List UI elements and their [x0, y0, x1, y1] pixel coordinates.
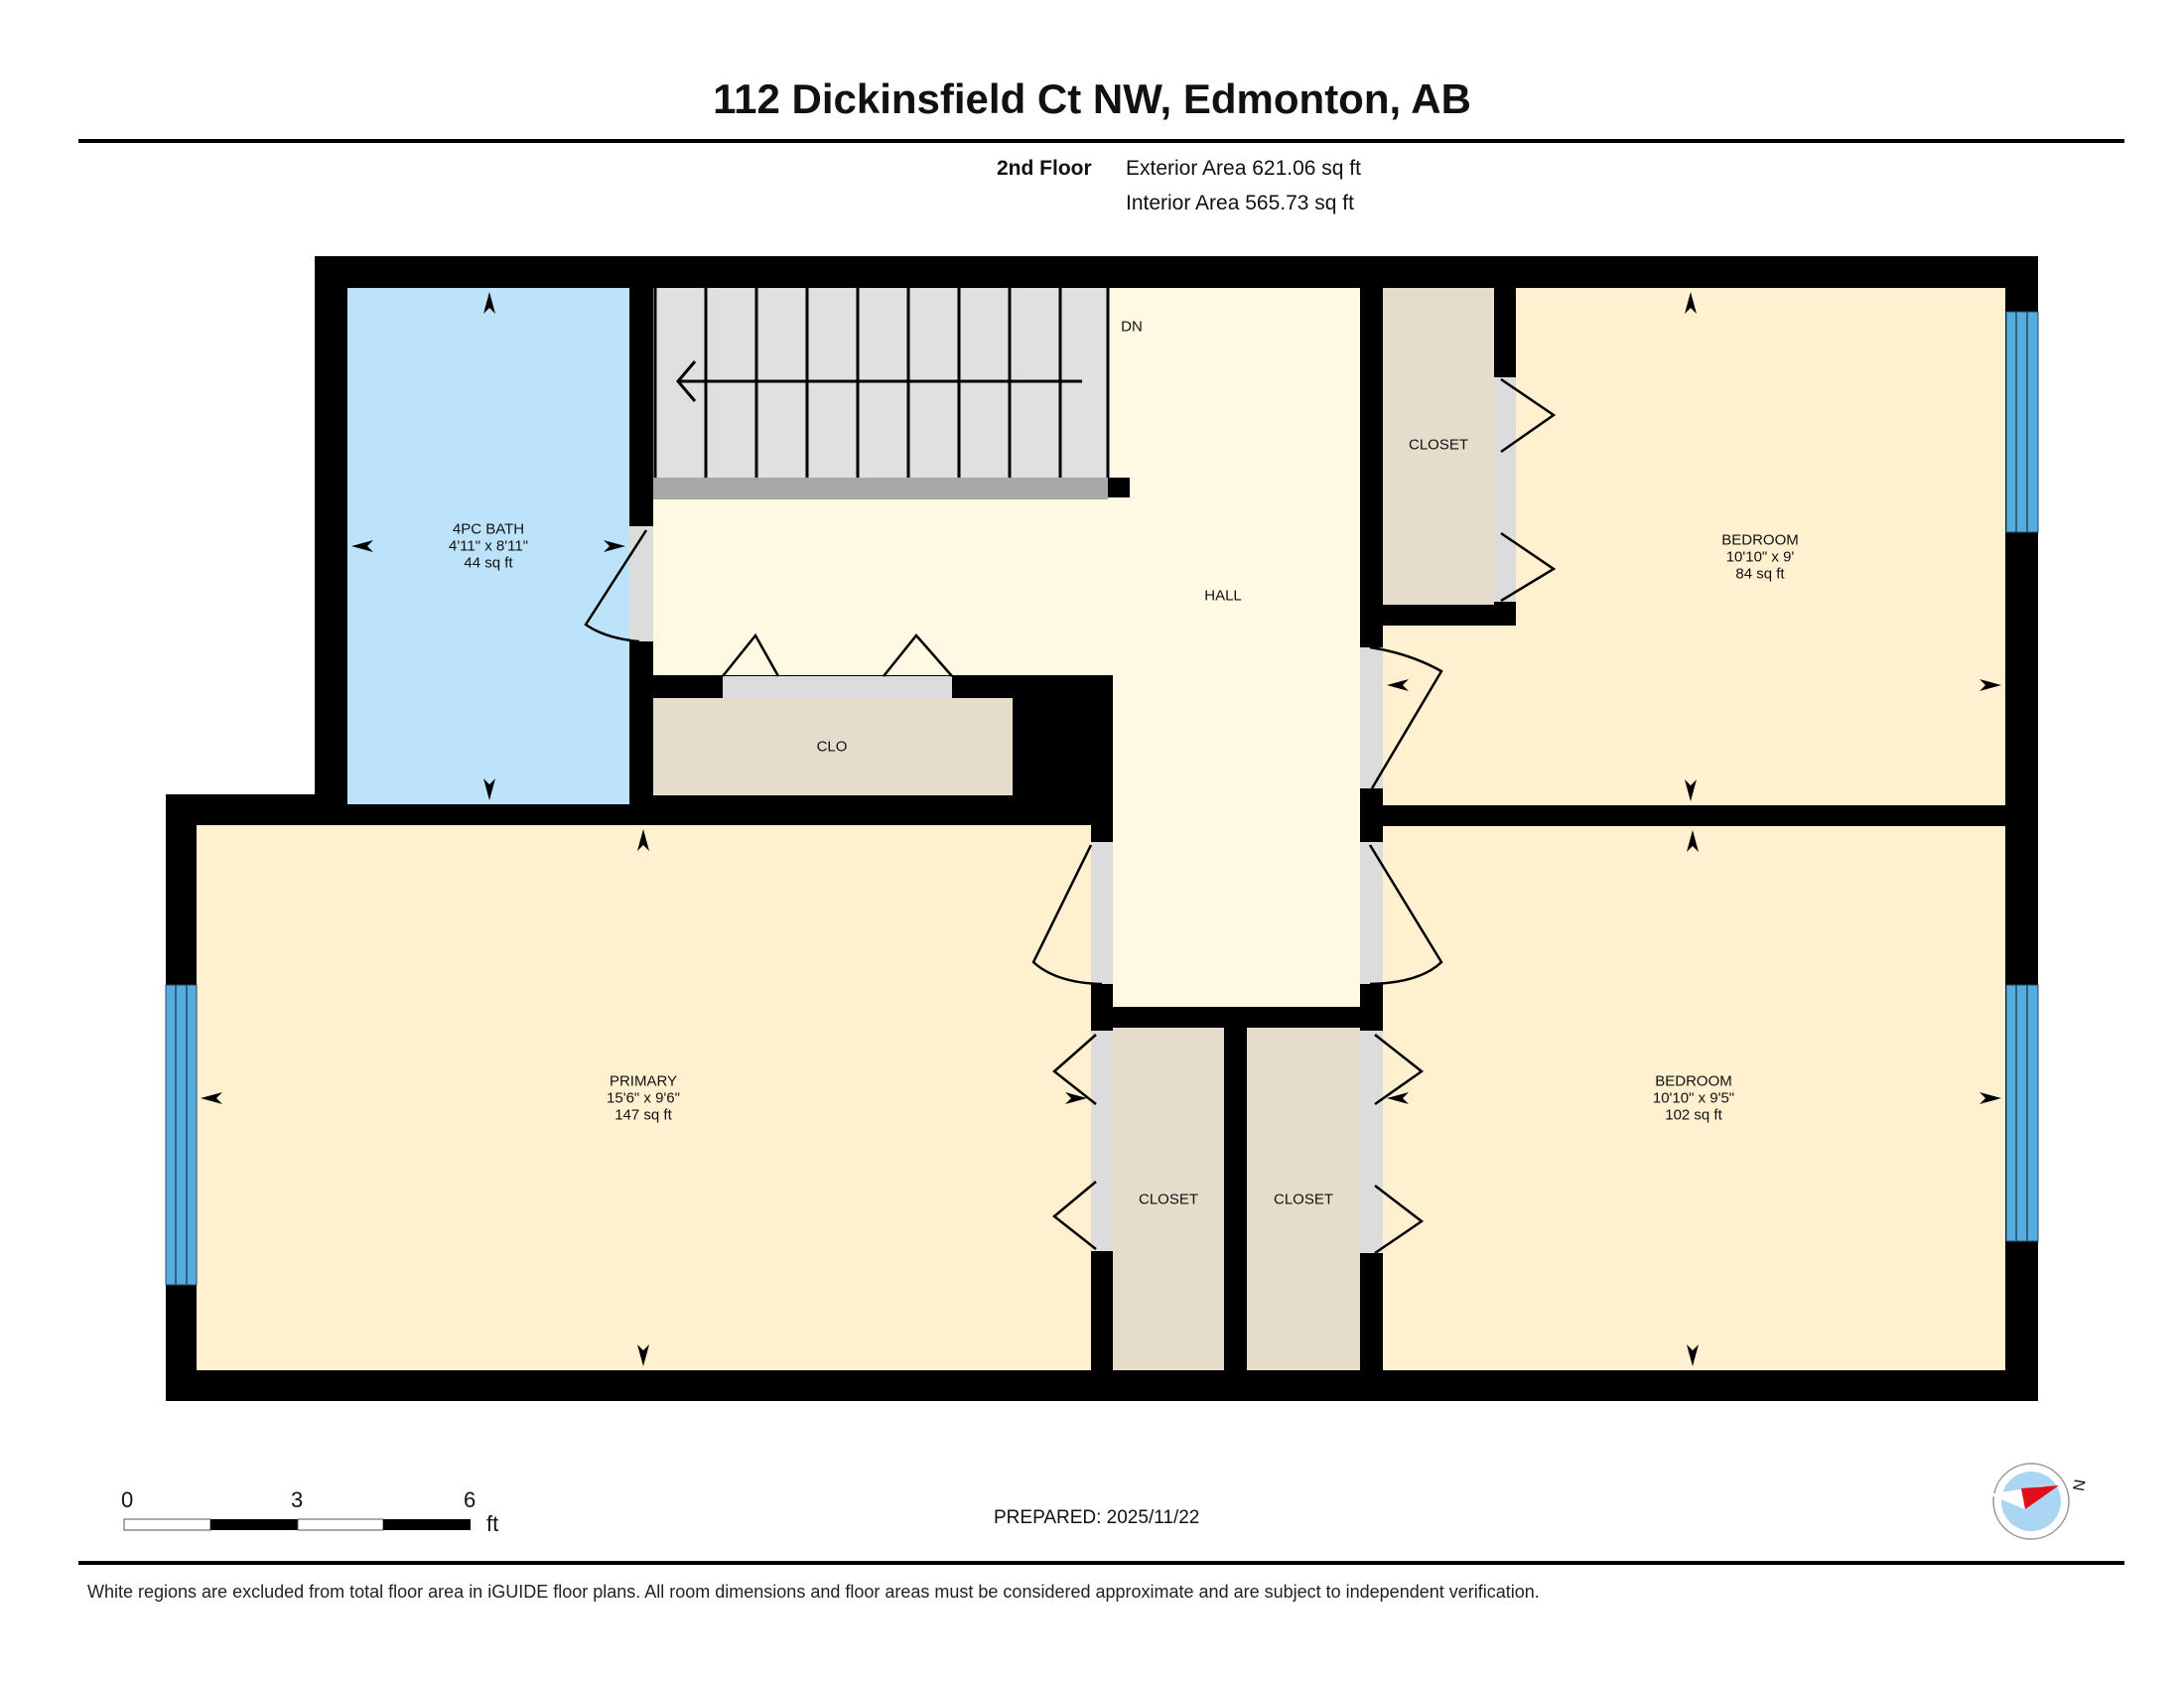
- room-label-closet-ne: CLOSET: [1408, 436, 1469, 454]
- page-title: 112 Dickinsfield Ct NW, Edmonton, AB: [713, 75, 1471, 122]
- room-label-closet-s2: CLOSET: [1273, 1191, 1334, 1208]
- stairs: [653, 288, 1130, 499]
- room-bedroom-se: [1383, 826, 2005, 1370]
- room-label-clo: CLO: [816, 738, 848, 756]
- room-closet-ne: [1383, 288, 1494, 605]
- room-closet-s2: [1247, 1028, 1360, 1370]
- room-label-closet-s1: CLOSET: [1138, 1191, 1199, 1208]
- room-clo: [653, 698, 1013, 795]
- room-label-bedroom-ne: BEDROOM 10'10" x 9' 84 sq ft: [1721, 531, 1799, 583]
- room-label-hall: HALL: [1204, 587, 1242, 605]
- dimension-arrows: [201, 292, 2001, 1366]
- disclaimer: White regions are excluded from total fl…: [87, 1582, 1540, 1602]
- stairs-dn-label: DN: [1121, 318, 1143, 336]
- scale-tick-0: 0: [121, 1487, 134, 1512]
- prepared-date: PREPARED: 2025/11/22: [994, 1507, 1200, 1528]
- scale-unit: ft: [486, 1511, 499, 1536]
- exterior-area: Exterior Area 621.06 sq ft: [1126, 157, 1361, 180]
- scale-bar: [123, 1518, 471, 1531]
- door-swings: [584, 377, 1557, 1255]
- room-bedroom-ne: [1383, 288, 2005, 805]
- windows: [165, 311, 2039, 1286]
- room-label-bath: 4PC BATH 4'11" x 8'11" 44 sq ft: [448, 520, 529, 572]
- compass-icon: [1988, 1463, 2070, 1540]
- room-closet-s1: [1113, 1028, 1224, 1370]
- room-label-primary: PRIMARY 15'6" x 9'6" 147 sq ft: [607, 1072, 680, 1124]
- header-divider: [78, 139, 2124, 143]
- room-label-bedroom-se: BEDROOM 10'10" x 9'5" 102 sq ft: [1652, 1072, 1735, 1124]
- scale-tick-3: 3: [291, 1487, 304, 1512]
- scale-tick-6: 6: [464, 1487, 477, 1512]
- floor-name: 2nd Floor: [997, 157, 1092, 180]
- room-bath: [347, 288, 629, 804]
- room-primary: [197, 825, 1091, 1370]
- interior-area: Interior Area 565.73 sq ft: [1126, 192, 1354, 214]
